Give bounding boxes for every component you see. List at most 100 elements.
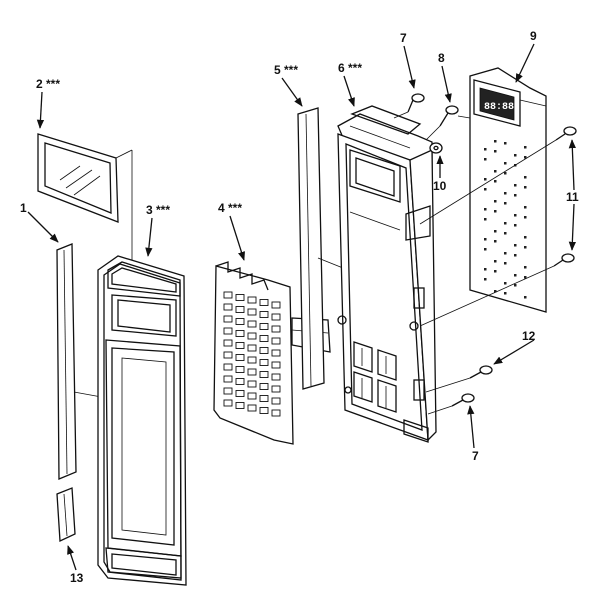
board-component [494,260,497,263]
board-component [484,188,487,191]
part-2-window-glass [37,133,133,270]
board-component [524,146,527,149]
callout-13: 13 [70,571,84,585]
keypad-key [247,332,257,340]
keypad-key [235,366,245,373]
callout-6: 6 *** [338,61,362,75]
keypad-key [223,339,233,347]
keypad-key [271,361,281,369]
board-component [524,186,527,189]
board-component [484,178,487,181]
board-component [494,270,497,273]
keypad-key [271,349,281,357]
board-component [504,162,507,165]
board-component [514,194,517,197]
screws [393,93,577,415]
keypad-key [235,402,245,409]
keypad-key [247,368,257,376]
board-component [514,214,517,217]
keypad-key [235,306,245,313]
board-component [484,248,487,251]
board-component [494,290,497,293]
board-component [514,224,517,227]
callout-7-bottom: 7 [472,449,479,463]
part-1-side-strip [56,243,119,480]
keypad-key [271,409,281,417]
board-component [484,268,487,271]
screw-11-top [419,126,577,225]
board-component [494,170,497,173]
callout-9: 9 [530,29,537,43]
board-component [504,142,507,145]
callout-8: 8 [438,51,445,65]
board-component [494,200,497,203]
keypad-key [247,344,257,352]
keypad-key [223,315,233,323]
board-component [514,184,517,187]
keypad-key [271,397,281,405]
board-component [514,274,517,277]
callout-1: 1 [20,201,27,215]
callout-labels: 1 2 *** 3 *** 4 *** 5 *** 6 *** 7 8 9 10… [20,29,579,585]
part-5-long-strip [297,107,349,390]
keypad-key [247,320,257,328]
keypad-key [259,323,269,330]
keypad-key [223,327,233,335]
callout-arrows [27,43,576,571]
board-component [484,278,487,281]
screw-12 [425,365,493,393]
keypad-key [259,407,269,414]
keypad-key [223,363,233,371]
keypad-key [247,392,257,400]
keypad-key [259,347,269,354]
keypad-keys [223,291,281,417]
board-component [524,176,527,179]
callout-7-top: 7 [400,31,407,45]
board-components [484,140,527,299]
part-6-control-chassis [337,105,437,443]
board-component [504,292,507,295]
keypad-key [235,342,245,349]
part-3-door-frame [97,255,187,586]
callout-12: 12 [522,329,536,343]
board-component [494,210,497,213]
screw-7-bottom [427,393,475,415]
board-component [484,148,487,151]
board-component [484,218,487,221]
keypad-key [223,351,233,359]
callout-4: 4 *** [218,201,242,215]
board-component [524,266,527,269]
board-component [524,236,527,239]
board-component [504,282,507,285]
callout-5: 5 *** [274,63,298,77]
keypad-key [259,299,269,306]
keypad-key [271,385,281,393]
board-component [494,230,497,233]
keypad-key [271,337,281,345]
callout-11: 11 [566,190,579,204]
keypad-key [223,291,233,299]
keypad-key [271,313,281,321]
keypad-key [235,318,245,325]
display-readout: 88:88 [484,102,514,113]
keypad-key [235,294,245,301]
board-component [504,252,507,255]
screw-11-bottom [419,253,575,327]
keypad-key [235,378,245,385]
board-component [494,180,497,183]
keypad-key [247,308,257,316]
keypad-key [259,311,269,318]
board-component [504,262,507,265]
keypad-key [235,390,245,397]
board-component [484,238,487,241]
board-component [504,232,507,235]
board-component [494,150,497,153]
board-component [524,246,527,249]
keypad-key [223,375,233,383]
keypad-key [235,330,245,337]
keypad-key [247,380,257,388]
keypad-key [223,303,233,311]
callout-2: 2 *** [36,77,60,91]
